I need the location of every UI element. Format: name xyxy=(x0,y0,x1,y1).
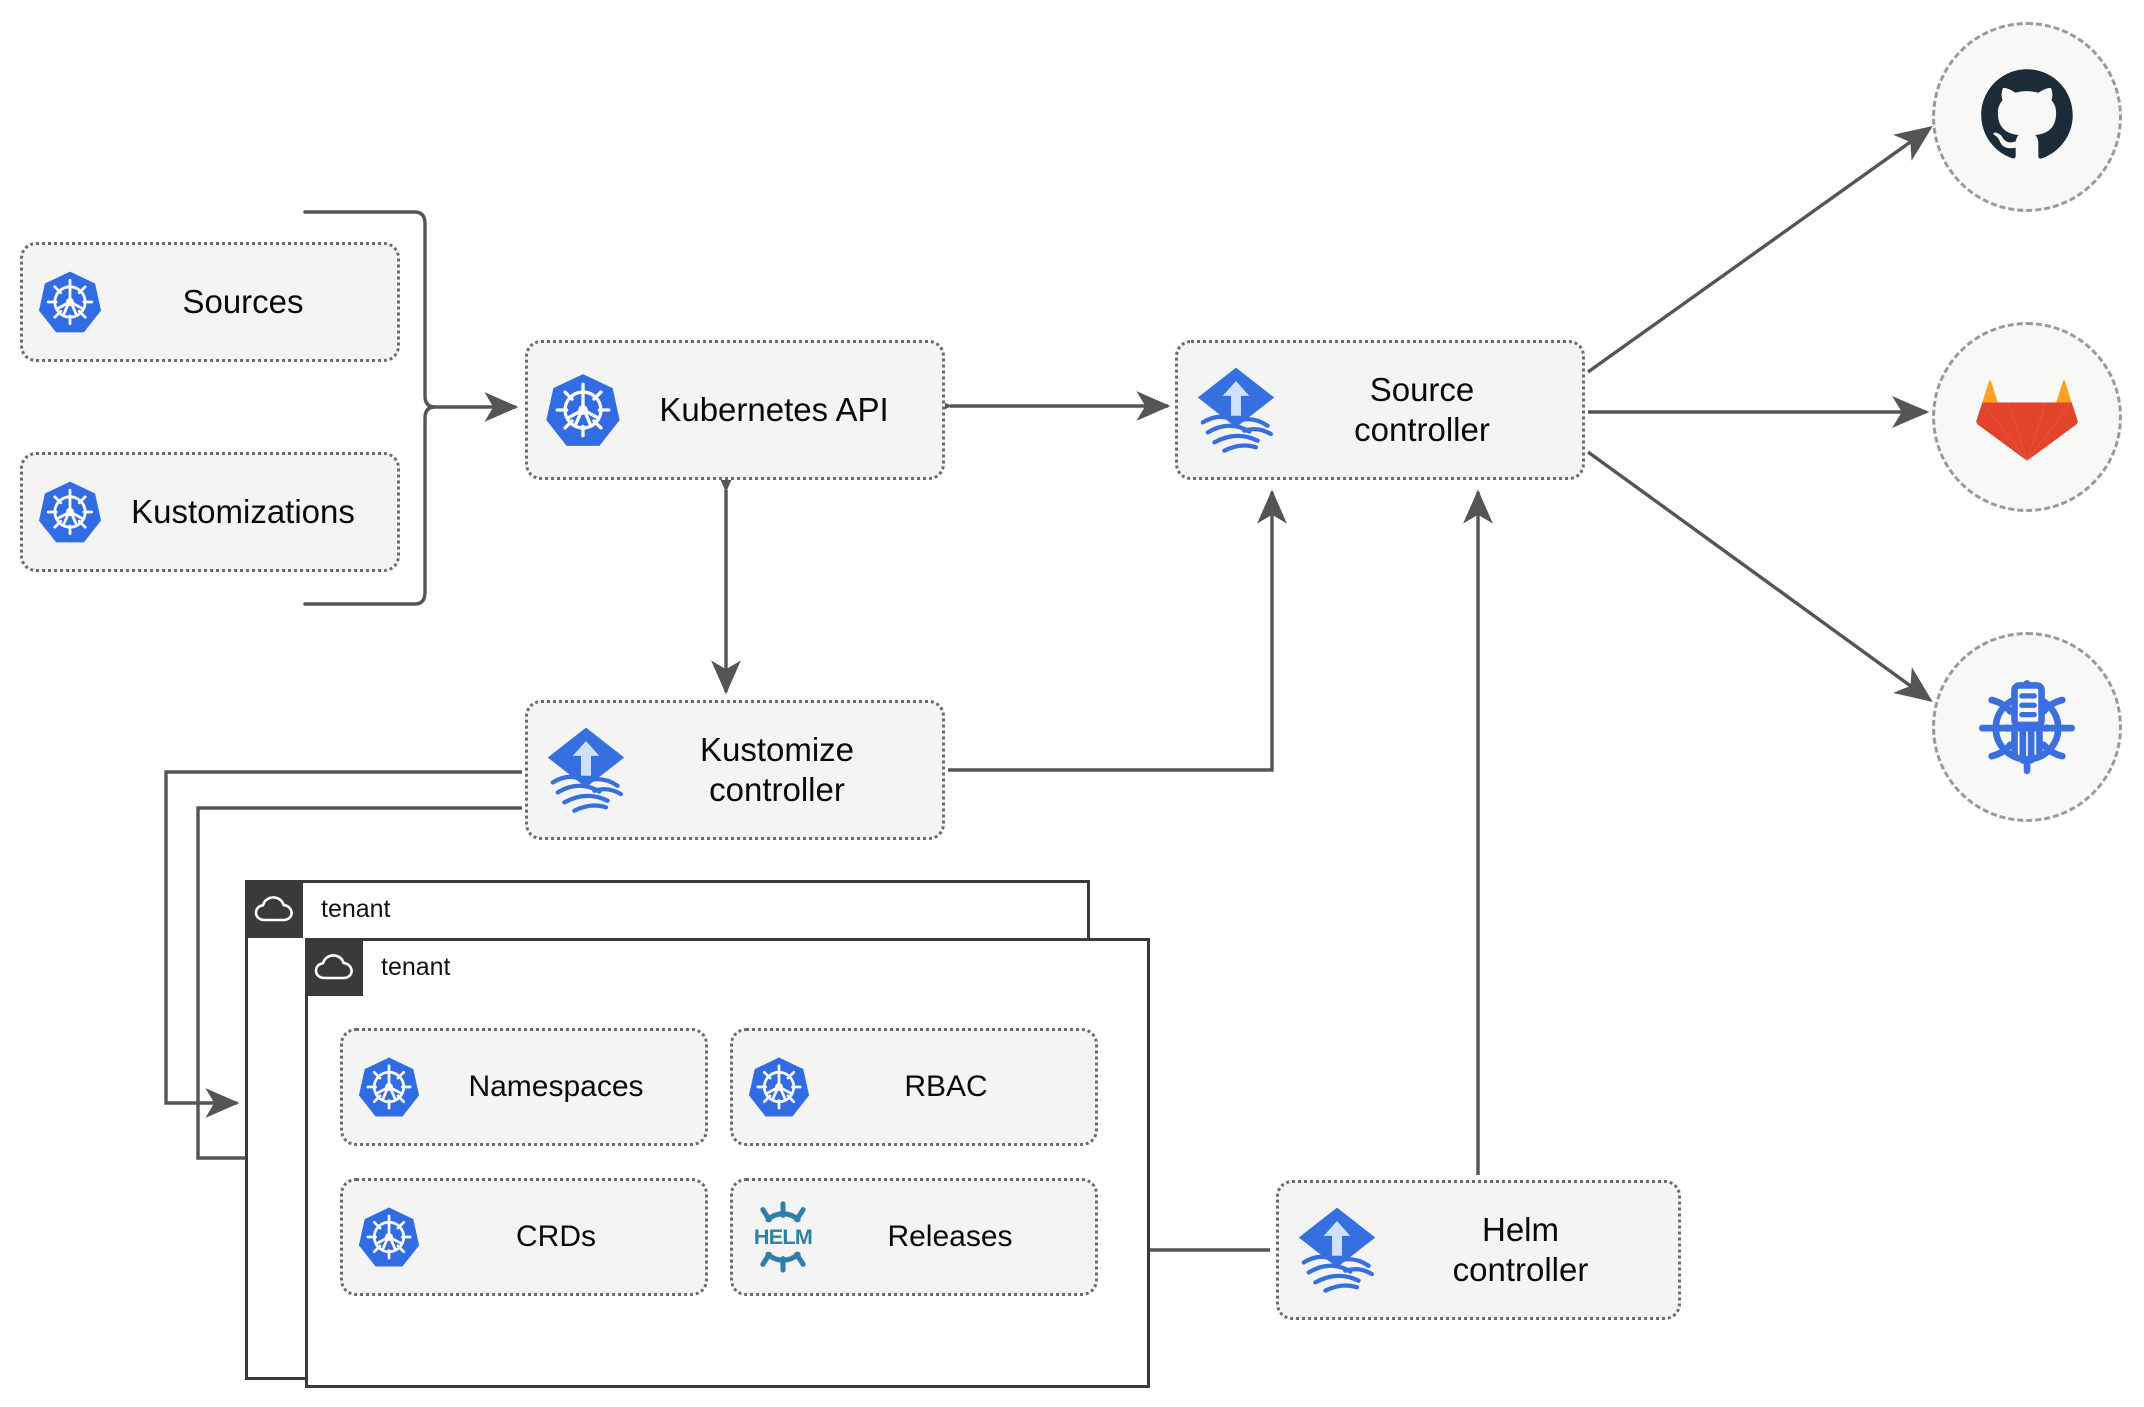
node-label-rbac: RBAC xyxy=(904,1069,988,1103)
cloud-icon xyxy=(305,938,363,996)
helm-icon: HELM xyxy=(747,1201,819,1273)
provider-gitlab[interactable] xyxy=(1932,322,2122,512)
cloud-icon xyxy=(245,880,303,938)
flux-icon xyxy=(1194,366,1278,454)
node-label-namespaces: Namespaces xyxy=(468,1069,644,1103)
flux-icon xyxy=(544,726,628,814)
kubernetes-icon xyxy=(37,269,103,335)
tenant-header-2: tenant xyxy=(305,938,451,996)
flux-icon xyxy=(1295,1206,1379,1294)
tenant-label-2: tenant xyxy=(381,952,451,981)
node-label-helm-controller: Helm controller xyxy=(1452,1210,1589,1288)
provider-github[interactable] xyxy=(1932,22,2122,212)
kubernetes-icon xyxy=(544,371,622,449)
tenant-header-1: tenant xyxy=(245,880,391,938)
node-crds[interactable]: CRDs xyxy=(340,1178,708,1296)
kubernetes-icon xyxy=(357,1205,421,1269)
node-helm-controller[interactable]: Helm controller xyxy=(1276,1180,1681,1320)
node-sources[interactable]: Sources xyxy=(20,242,400,362)
node-releases[interactable]: HELM Releases xyxy=(730,1178,1098,1296)
node-label-source-controller: Source controller xyxy=(1354,370,1490,448)
chart-repository-icon xyxy=(1975,673,2079,782)
tenant-panel-2[interactable]: tenant xyxy=(305,938,1150,1388)
node-label-kustomize-controller: Kustomize controller xyxy=(699,730,855,808)
gitlab-icon xyxy=(1975,365,2079,470)
kubernetes-icon xyxy=(37,479,103,545)
kubernetes-icon xyxy=(747,1055,811,1119)
node-label-kustomizations: Kustomizations xyxy=(131,492,355,530)
node-rbac[interactable]: RBAC xyxy=(730,1028,1098,1146)
tenant-label-1: tenant xyxy=(321,894,391,923)
node-kustomizations[interactable]: Kustomizations xyxy=(20,452,400,572)
node-label-sources: Sources xyxy=(182,282,304,320)
node-namespaces[interactable]: Namespaces xyxy=(340,1028,708,1146)
github-icon xyxy=(1975,63,2079,172)
kubernetes-icon xyxy=(357,1055,421,1119)
node-kubernetes-api[interactable]: Kubernetes API xyxy=(525,340,945,480)
node-label-crds: CRDs xyxy=(516,1219,596,1253)
node-label-releases: Releases xyxy=(887,1219,1013,1253)
node-label-kubernetes-api: Kubernetes API xyxy=(659,390,889,428)
svg-text:HELM: HELM xyxy=(754,1224,812,1249)
provider-chart-repository[interactable] xyxy=(1932,632,2122,822)
node-source-controller[interactable]: Source controller xyxy=(1175,340,1585,480)
node-kustomize-controller[interactable]: Kustomize controller xyxy=(525,700,945,840)
